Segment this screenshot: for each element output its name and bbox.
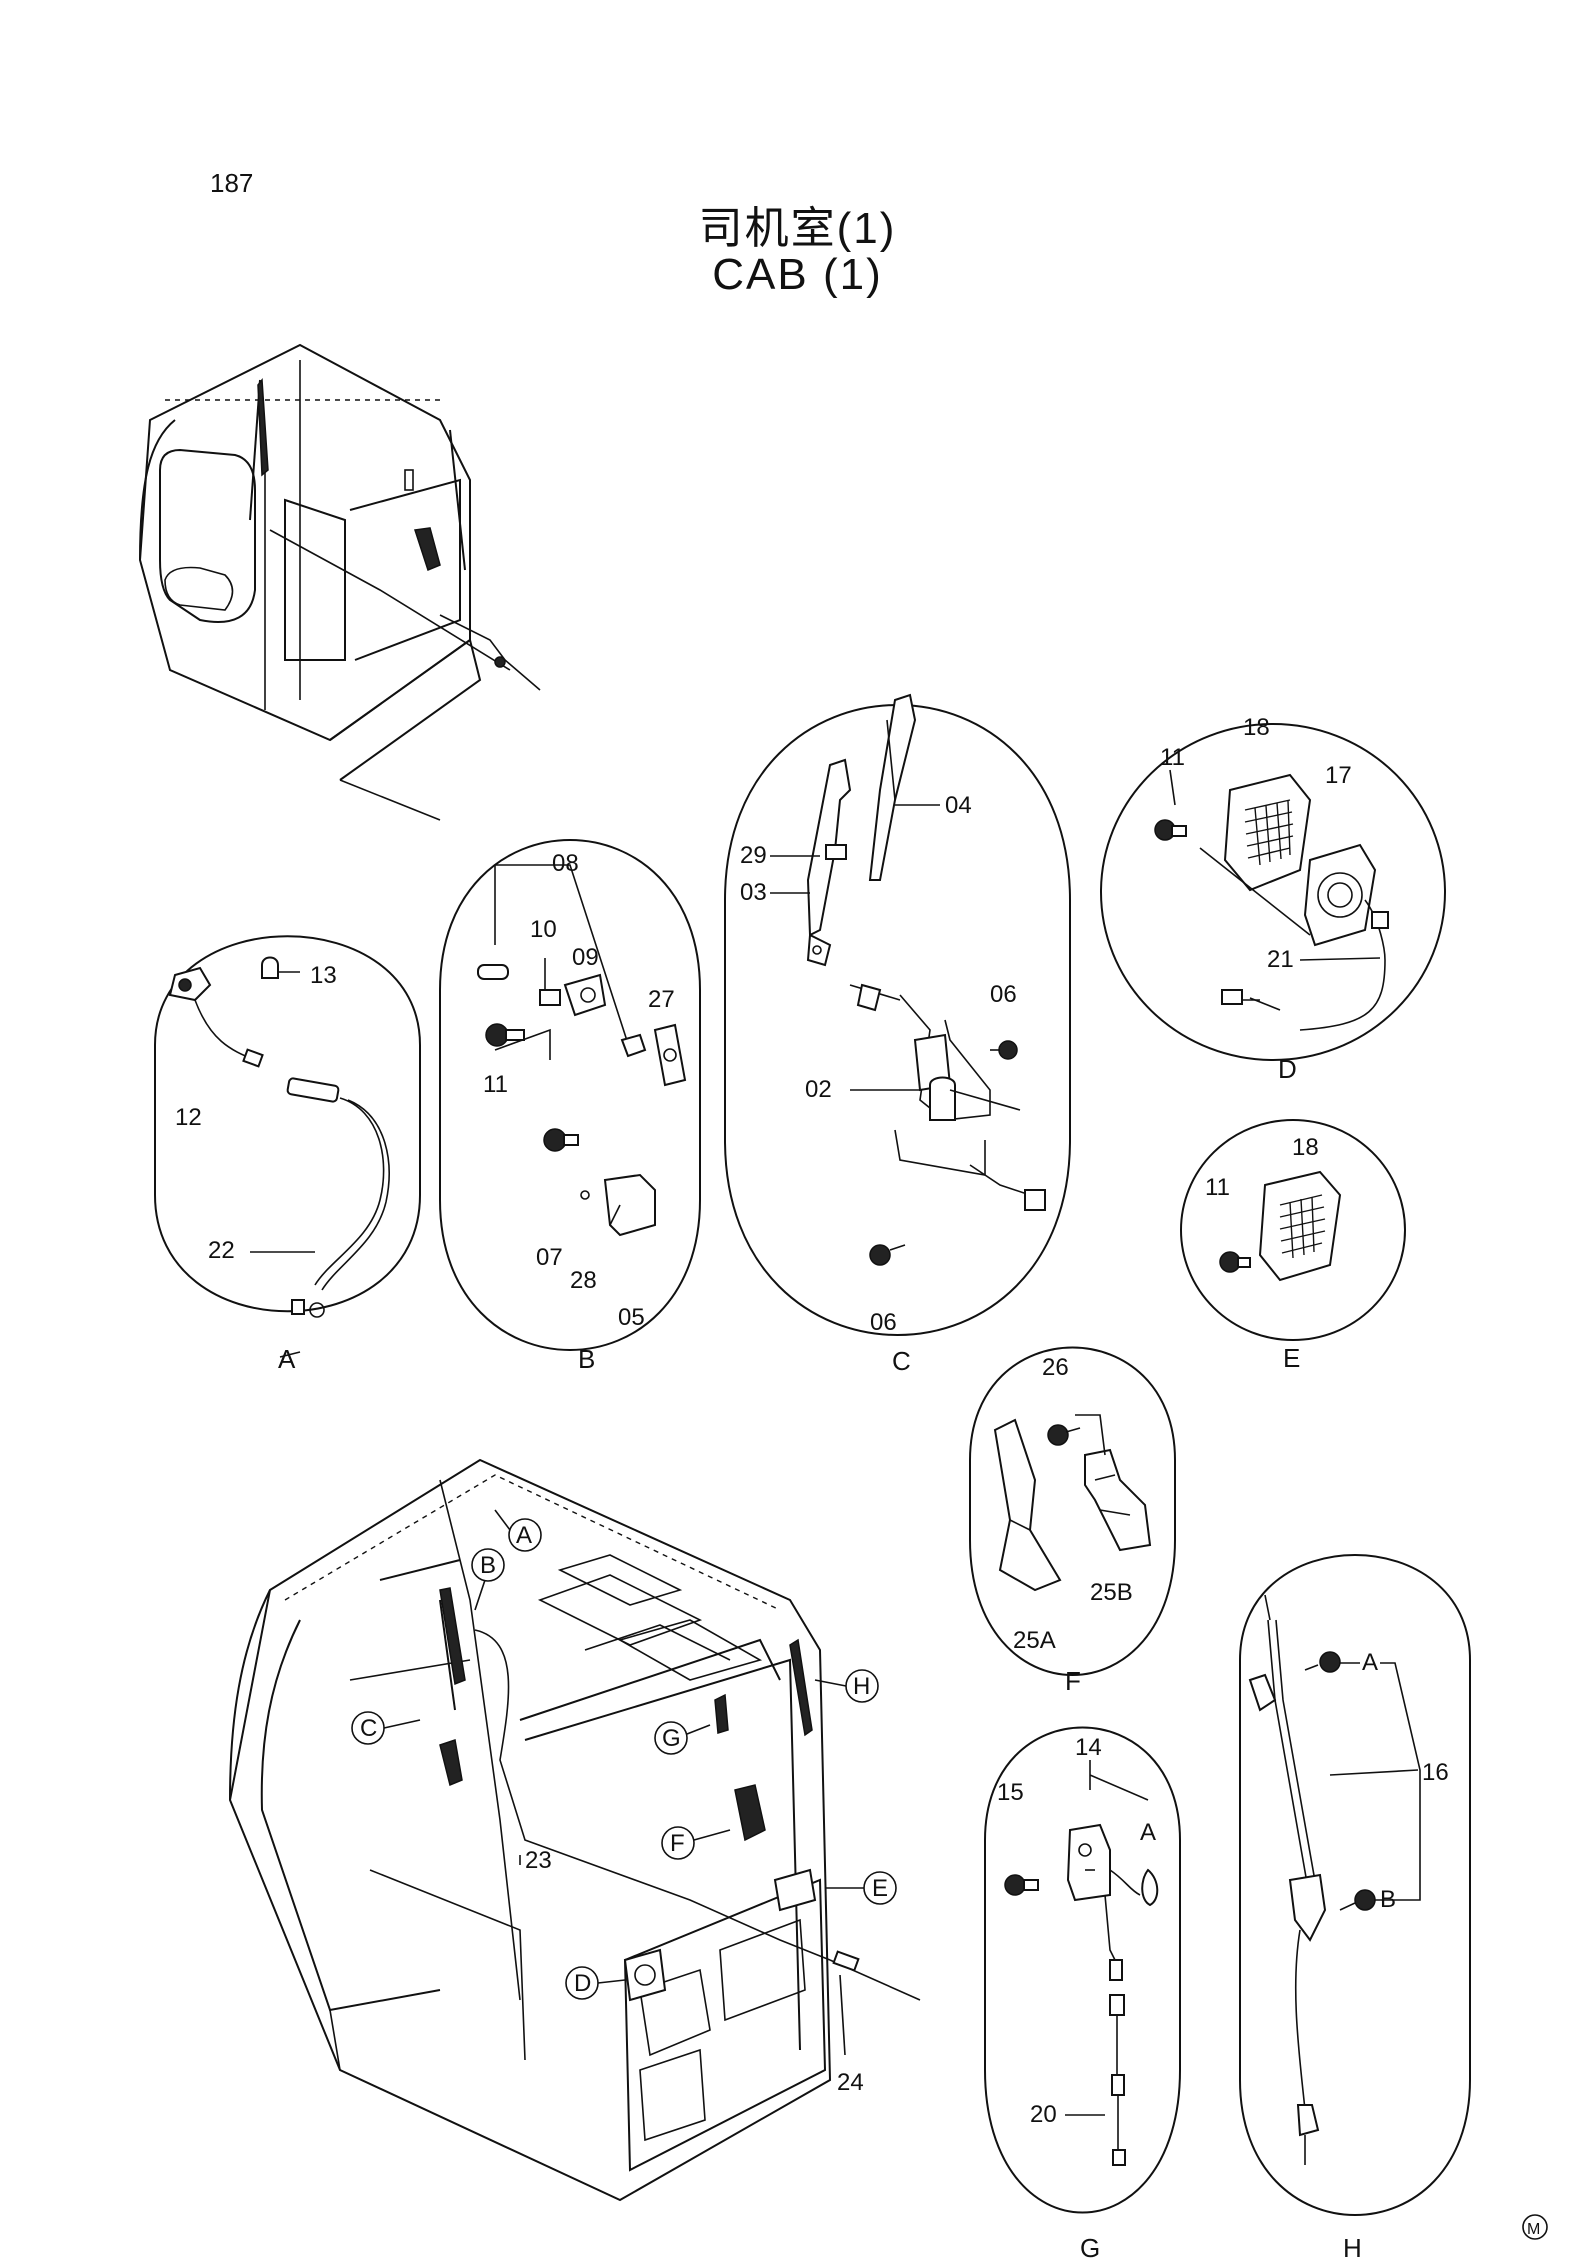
callout-h-b: B — [1380, 1886, 1396, 1913]
callout-10: 10 — [530, 916, 557, 943]
callout-bubble-a: A — [494, 1509, 542, 1552]
callout-g-a: A — [1140, 1819, 1156, 1846]
detail-c-label: C — [892, 1346, 911, 1376]
callout-05: 05 — [618, 1304, 645, 1331]
callout-bubble-h: H — [814, 1669, 879, 1703]
callout-11-e: 11 — [1205, 1174, 1230, 1201]
svg-text:D: D — [574, 1970, 591, 1997]
cab-overview-small — [138, 343, 541, 821]
callout-03: 03 — [740, 879, 767, 906]
detail-b — [439, 839, 701, 1351]
callout-21: 21 — [1267, 946, 1294, 973]
callout-15: 15 — [997, 1779, 1024, 1806]
detail-f — [969, 1346, 1176, 1676]
callout-04: 04 — [945, 792, 972, 819]
callout-bubble-b: B — [471, 1548, 505, 1611]
callout-bubble-d: D — [565, 1966, 626, 2000]
svg-text:B: B — [480, 1552, 496, 1579]
page-title-english: CAB (1) — [712, 250, 883, 299]
callout-06-lower: 06 — [870, 1309, 897, 1336]
corner-mark: M — [1527, 2221, 1540, 2238]
cab-main-assembly — [228, 1458, 921, 2202]
callout-24: 24 — [837, 2069, 864, 2096]
callout-12: 12 — [175, 1104, 202, 1131]
callout-28: 28 — [570, 1267, 597, 1294]
detail-d-label: D — [1278, 1054, 1297, 1084]
callout-14: 14 — [1075, 1734, 1102, 1761]
callout-13: 13 — [310, 962, 337, 989]
svg-text:A: A — [516, 1522, 532, 1549]
callout-18-d: 18 — [1243, 714, 1270, 741]
detail-e-label: E — [1283, 1343, 1300, 1373]
callout-25a: 25A — [1013, 1627, 1056, 1654]
callout-20: 20 — [1030, 2101, 1057, 2128]
callout-22: 22 — [208, 1237, 235, 1264]
callout-bubble-g: G — [654, 1721, 711, 1755]
detail-e — [1180, 1119, 1406, 1341]
callout-bubble-e: E — [825, 1871, 897, 1905]
callout-07: 07 — [536, 1244, 563, 1271]
callout-06-upper: 06 — [990, 981, 1017, 1008]
callout-02: 02 — [805, 1076, 832, 1103]
callout-16: 16 — [1422, 1759, 1449, 1786]
callout-26: 26 — [1042, 1354, 1069, 1381]
svg-text:E: E — [872, 1875, 888, 1902]
callout-23: 23 — [525, 1847, 552, 1874]
detail-h-label: H — [1343, 2233, 1362, 2259]
detail-b-label: B — [578, 1344, 595, 1374]
callout-11-d: 11 — [1160, 744, 1185, 771]
detail-c — [724, 693, 1071, 1336]
svg-text:C: C — [360, 1715, 377, 1742]
callout-27: 27 — [648, 986, 675, 1013]
detail-a — [154, 935, 421, 1358]
callout-17: 17 — [1325, 762, 1352, 789]
detail-a-label: A — [278, 1344, 296, 1374]
svg-text:G: G — [662, 1725, 681, 1752]
callout-08: 08 — [552, 850, 579, 877]
callout-bubble-c: C — [351, 1711, 421, 1745]
svg-text:F: F — [670, 1830, 685, 1857]
corner-mark-circle — [1522, 2214, 1548, 2240]
detail-g — [984, 1726, 1181, 2214]
page-number: 187 — [210, 168, 254, 198]
callout-18-e: 18 — [1292, 1134, 1319, 1161]
detail-g-label: G — [1080, 2233, 1100, 2259]
detail-f-label: F — [1065, 1666, 1081, 1696]
callout-h-a: A — [1362, 1649, 1378, 1676]
callout-29: 29 — [740, 842, 767, 869]
callout-09: 09 — [572, 944, 599, 971]
callout-bubble-f: F — [661, 1826, 731, 1860]
page-title-chinese: 司机室(1) — [698, 204, 897, 253]
svg-text:H: H — [853, 1673, 870, 1700]
callout-25b: 25B — [1090, 1579, 1133, 1606]
detail-h — [1239, 1554, 1471, 2216]
detail-d — [1100, 723, 1446, 1061]
callout-11: 11 — [483, 1071, 508, 1098]
